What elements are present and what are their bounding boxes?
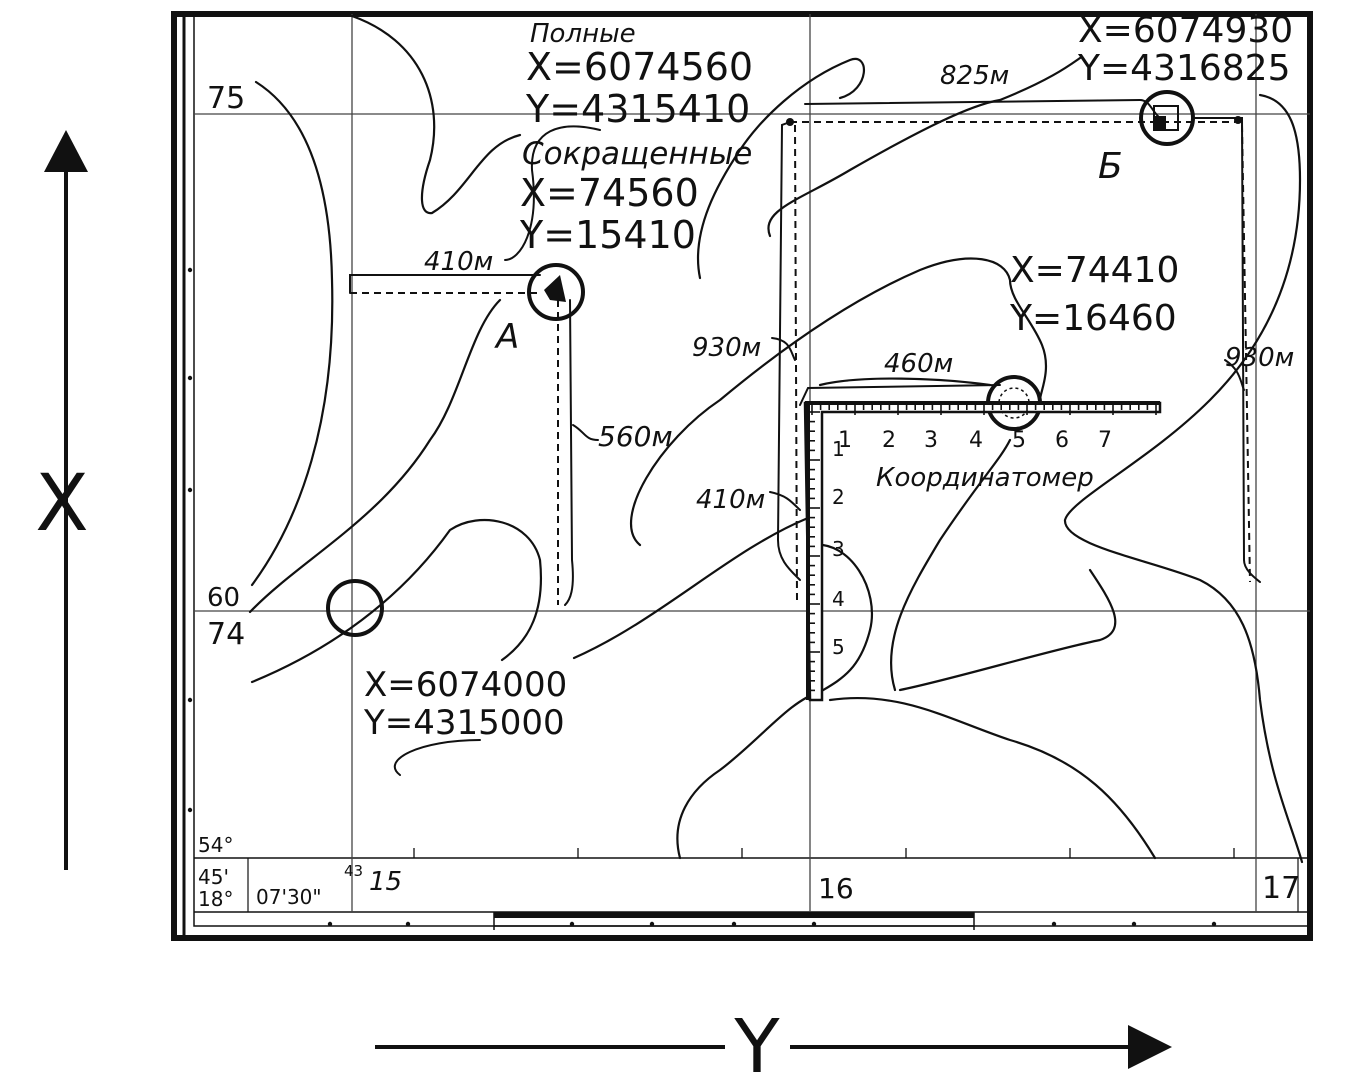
point-b-y: Y=4316825 [1077, 48, 1290, 89]
ruler-v-numbers: 1 2 3 4 5 [832, 437, 845, 659]
grid-x-label-60: 60 [207, 583, 240, 613]
leader-lines [393, 125, 1245, 776]
ruler-v-4: 4 [832, 587, 845, 611]
ruler-h-6: 6 [1055, 428, 1069, 453]
ruler-v-5: 5 [832, 635, 845, 659]
point-a-full-y: Y=4315410 [525, 87, 750, 131]
ruler-h-7: 7 [1098, 428, 1112, 453]
contour-lines [248, 14, 1304, 864]
point-b-x: X=6074930 [1078, 10, 1293, 51]
point-a-marker [527, 263, 585, 321]
grid-y-prefix: 43 [344, 862, 363, 880]
x-axis-arrow [44, 130, 88, 870]
ruler-h-5: 5 [1012, 428, 1026, 453]
point-c-x: X=74410 [1010, 250, 1179, 291]
ruler-h-2: 2 [882, 428, 896, 453]
coordinate-ruler [803, 401, 1162, 702]
origin-point-marker [326, 579, 384, 637]
point-a-label: А [494, 317, 519, 357]
ruler-h-1: 1 [838, 428, 852, 453]
scale-bar [493, 912, 975, 930]
minute-ticks [413, 848, 1235, 858]
ruler-h-numbers: 1 2 3 4 5 6 7 [838, 428, 1112, 453]
point-c-dist-y: 460м [884, 349, 953, 379]
y-axis-label: Y [733, 1004, 780, 1080]
ruler-horizontal-ticks [811, 403, 1157, 415]
point-a-short-y: Y=15410 [519, 213, 696, 257]
point-c-dist-x: 410м [696, 485, 765, 515]
point-c-y: Y=16460 [1009, 298, 1177, 339]
measurement-lines [349, 98, 1261, 606]
origin-point-y: Y=4315000 [363, 703, 565, 743]
point-a-short-x: X=74560 [520, 171, 699, 215]
ruler-v-2: 2 [832, 485, 845, 509]
point-b-marker [1139, 90, 1195, 146]
grid-x-label-75: 75 [207, 81, 245, 116]
ruler-vertical-ticks [808, 411, 820, 692]
corner-lon-min: 07'30" [256, 885, 322, 909]
y-axis-arrow [375, 1025, 1172, 1069]
point-b-dist-x-right: 930м [1225, 343, 1294, 373]
x-axis-label: X [35, 459, 88, 549]
ruler-v-1: 1 [832, 437, 845, 461]
origin-point-x: X=6074000 [364, 665, 567, 705]
grid-y-label-15: 15 [369, 867, 402, 897]
point-a-dist-x: 560м [598, 420, 673, 453]
point-b-dist-x-left: 930м [692, 333, 761, 363]
point-a-full-x: X=6074560 [526, 45, 753, 89]
grid-y-label-16: 16 [818, 872, 854, 905]
ruler-v-3: 3 [832, 537, 845, 561]
corner-lon-deg: 18° [198, 887, 233, 911]
point-a-short-heading: Сокращенные [522, 136, 752, 172]
point-a-dist-y: 410м [424, 247, 493, 277]
ruler-h-3: 3 [924, 428, 938, 453]
ruler-name: Координатомер [876, 463, 1094, 493]
point-b-label: Б [1098, 146, 1123, 187]
grid-x-label-74: 74 [207, 617, 245, 652]
point-a-full-heading: Полные [530, 19, 636, 49]
corner-lat-min: 45' [198, 865, 229, 889]
grid-y-label-17: 17 [1262, 871, 1300, 906]
point-b-dist-y: 825м [940, 61, 1009, 91]
frame-dots [187, 267, 1217, 927]
ruler-h-4: 4 [969, 428, 983, 453]
corner-lat-deg: 54° [198, 833, 233, 857]
map-frame [171, 11, 1313, 941]
